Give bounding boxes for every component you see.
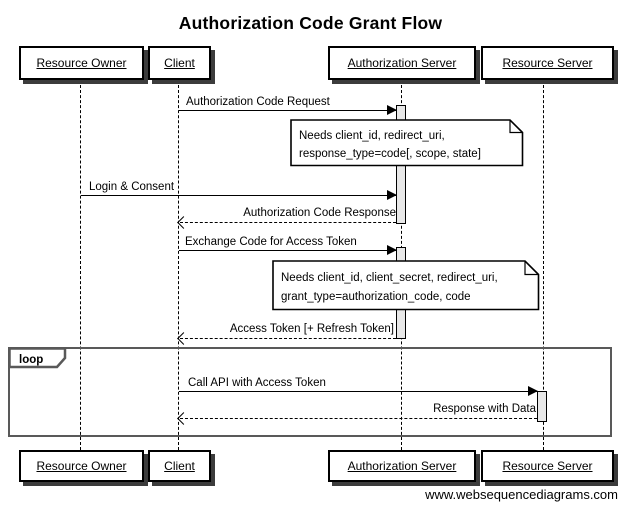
note-authorization-request-params: Needs client_id, redirect_uri, response_… (290, 119, 524, 167)
actor-top-resource-owner: Resource Owner (19, 46, 144, 80)
arrowhead-right-icon (387, 245, 397, 255)
loop-fragment-frame (8, 347, 612, 437)
message-label-call-api: Call API with Access Token (188, 377, 326, 389)
actor-bottom-client: Client (148, 450, 211, 482)
arrowhead-right-icon (528, 386, 538, 396)
lifeline-resource-server (543, 80, 544, 450)
lifeline-resource-owner (80, 80, 81, 450)
actor-label: Authorization Server (347, 459, 457, 473)
note-shape (290, 119, 524, 167)
note-line: Needs client_id, client_secret, redirect… (281, 272, 498, 284)
actor-top-resource-server: Resource Server (481, 46, 614, 80)
message-line-authorization-code-response (180, 222, 396, 223)
note-token-request-params: Needs client_id, client_secret, redirect… (272, 260, 540, 311)
actor-bottom-resource-owner: Resource Owner (19, 450, 144, 482)
message-label-authorization-code-request: Authorization Code Request (186, 96, 330, 108)
actor-bottom-resource-server: Resource Server (481, 450, 614, 482)
actor-top-authorization-server: Authorization Server (328, 46, 476, 80)
message-line-exchange-code (179, 250, 397, 251)
message-line-response-with-data (180, 418, 537, 419)
note-line: grant_type=authorization_code, code (281, 291, 471, 303)
actor-label: Resource Server (502, 459, 593, 473)
actor-label: Client (164, 459, 195, 473)
message-label-response-with-data: Response with Data (433, 403, 536, 415)
loop-tab-shape (8, 347, 67, 369)
actor-top-client: Client (148, 46, 211, 80)
loop-fragment-label: loop (19, 354, 43, 366)
note-line: Needs client_id, redirect_uri, (299, 130, 445, 142)
activation-resource-server (537, 391, 547, 422)
actor-bottom-authorization-server: Authorization Server (328, 450, 476, 482)
message-label-access-token: Access Token [+ Refresh Token] (229, 323, 394, 335)
message-line-authorization-code-request (179, 110, 397, 111)
loop-fragment-tab: loop (8, 347, 67, 369)
diagram-title: Authorization Code Grant Flow (178, 13, 443, 33)
note-fold-icon (524, 261, 539, 276)
actor-label: Client (164, 56, 195, 70)
message-line-access-token (180, 338, 396, 339)
message-label-authorization-code-response: Authorization Code Response (243, 207, 396, 219)
note-fold-icon (509, 120, 523, 134)
actor-label: Authorization Server (347, 56, 457, 70)
actor-label: Resource Server (502, 56, 593, 70)
note-shape (272, 260, 540, 311)
arrowhead-right-icon (387, 190, 397, 200)
lifeline-client (178, 80, 179, 450)
actor-label: Resource Owner (36, 56, 127, 70)
note-line: response_type=code[, scope, state] (299, 148, 481, 160)
arrowhead-right-icon (387, 105, 397, 115)
message-label-login-consent: Login & Consent (89, 181, 175, 193)
watermark-url: www.websequencediagrams.com (425, 487, 618, 502)
message-line-login-consent (81, 195, 397, 196)
actor-label: Resource Owner (36, 459, 127, 473)
message-line-call-api (179, 391, 538, 392)
message-label-exchange-code: Exchange Code for Access Token (185, 236, 357, 248)
